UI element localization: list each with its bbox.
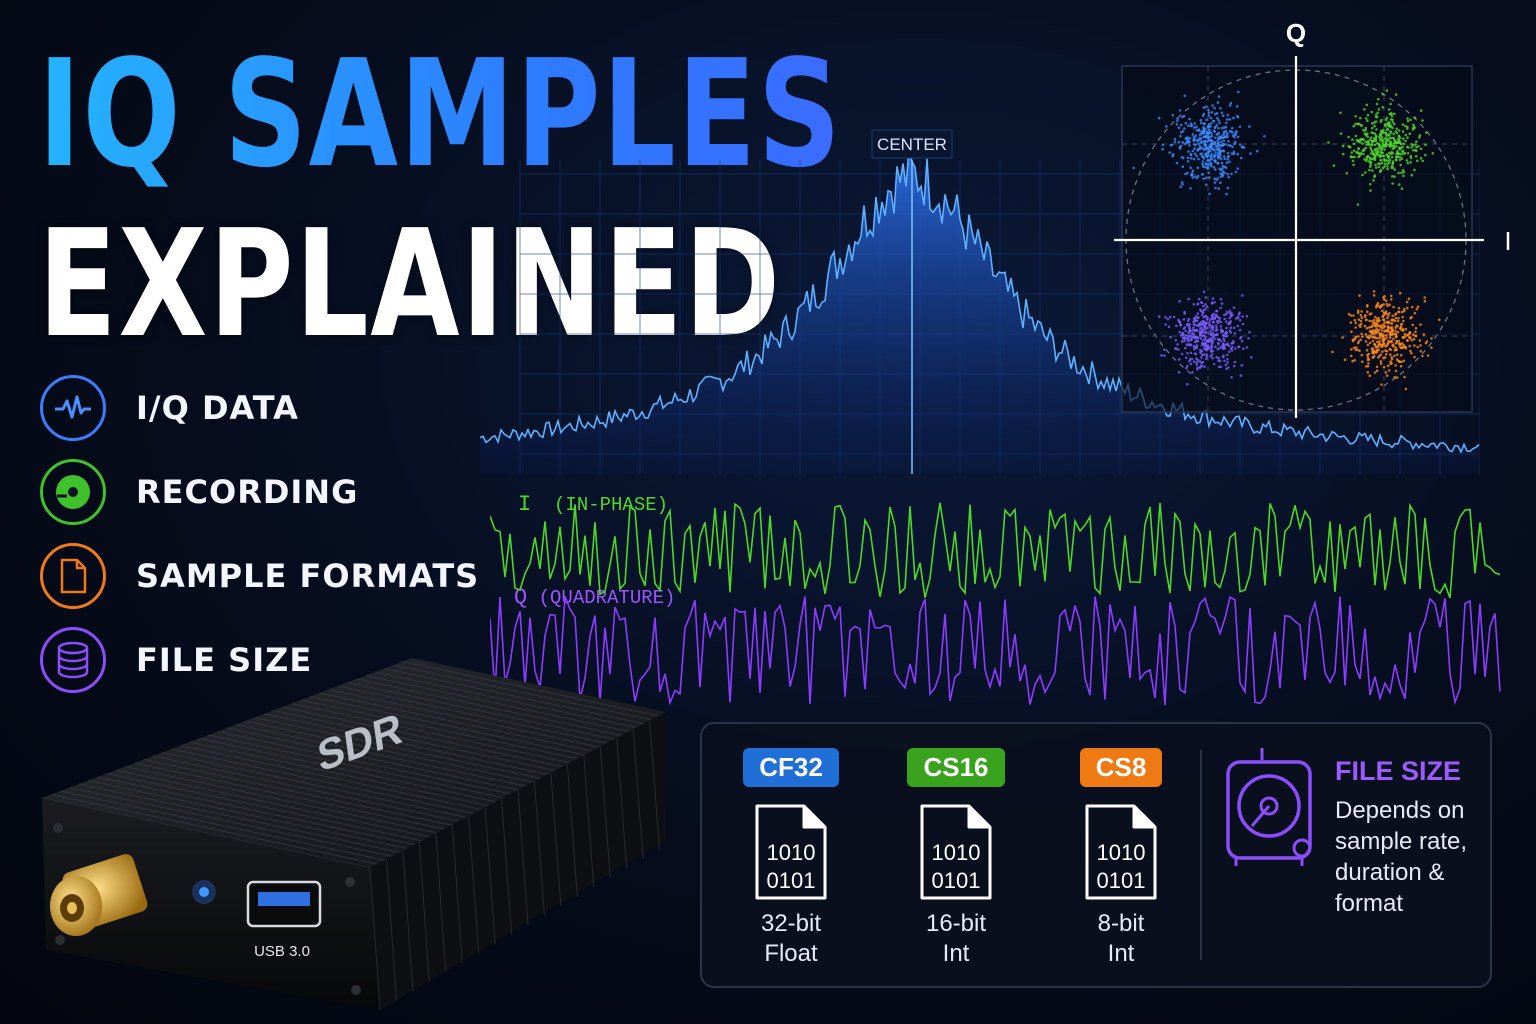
format-badge: CS16	[907, 748, 1005, 787]
bits-row: 0101	[931, 868, 981, 893]
bits-row: 0101	[766, 868, 816, 893]
format-desc: Int	[1107, 940, 1135, 967]
format-desc: 8-bit	[1097, 910, 1145, 937]
file-size-info: FILE SIZE Depends on sample rate, durati…	[1335, 756, 1485, 919]
q-caption: (QUADRATURE)	[538, 587, 676, 609]
i-caption: (IN-PHASE)	[554, 494, 669, 516]
q-waveform	[490, 595, 1501, 706]
format-badge: CF32	[743, 748, 839, 787]
feature-label: SAMPLE FORMATS	[136, 557, 480, 595]
sdr-device: SDR USB 3.0	[41, 658, 666, 1011]
constellation-diagram: Q I	[1114, 18, 1512, 418]
hard-drive-icon	[1226, 748, 1312, 866]
bits-row: 1010	[766, 840, 816, 865]
feature-iq-data: I/Q DATA	[40, 372, 500, 444]
q-axis-label: Q	[1286, 18, 1306, 48]
binary-file-icon: 1010 0101	[1084, 803, 1158, 901]
bits-row: 1010	[931, 840, 981, 865]
file-size-line: duration &	[1335, 859, 1445, 886]
bits-row: 1010	[1096, 840, 1146, 865]
document-icon	[40, 543, 106, 609]
feature-file-size: FILE SIZE	[40, 624, 500, 696]
waveform-icon	[40, 375, 106, 441]
i-letter: I	[518, 492, 532, 517]
i-axis-label: I	[1504, 226, 1511, 256]
feature-recording: RECORDING	[40, 456, 500, 528]
spectrum-trace	[480, 149, 1480, 454]
q-waveform-label: Q (QUADRATURE)	[514, 585, 675, 610]
status-led	[199, 887, 209, 897]
iq-waveforms	[490, 502, 1501, 706]
feature-sample-formats: SAMPLE FORMATS	[40, 540, 500, 612]
i-waveform-label: I (IN-PHASE)	[518, 492, 668, 517]
title-line-1: IQ SAMPLES	[38, 28, 843, 200]
q-letter: Q	[514, 585, 528, 610]
sma-connector-icon	[50, 854, 148, 936]
center-label-box	[871, 129, 953, 159]
title-line-2: EXPLAINED	[38, 198, 782, 370]
center-label: CENTER	[877, 135, 947, 154]
format-desc: 16-bit	[925, 910, 987, 937]
panel-divider	[1200, 750, 1202, 960]
feature-label: I/Q DATA	[136, 389, 299, 427]
format-desc: 32-bit	[760, 910, 822, 937]
format-badge: CS8	[1079, 748, 1163, 787]
file-size-line: format	[1335, 890, 1404, 917]
file-size-line: sample rate,	[1335, 828, 1468, 855]
binary-file-icon: 1010 0101	[919, 803, 993, 901]
file-size-line: Depends on	[1335, 797, 1465, 824]
i-waveform	[490, 502, 1501, 599]
bits-row: 0101	[1096, 868, 1146, 893]
binary-file-icon: 1010 0101	[754, 803, 828, 901]
feature-label: RECORDING	[136, 473, 359, 511]
file-size-title: FILE SIZE	[1335, 756, 1462, 786]
spectrum-area	[480, 149, 1480, 475]
database-icon	[40, 627, 106, 693]
format-desc: Int	[942, 940, 970, 967]
feature-label: FILE SIZE	[136, 641, 313, 679]
usb-port-label: USB 3.0	[254, 943, 310, 960]
record-disc-icon	[40, 459, 106, 525]
format-desc: Float	[764, 940, 818, 967]
